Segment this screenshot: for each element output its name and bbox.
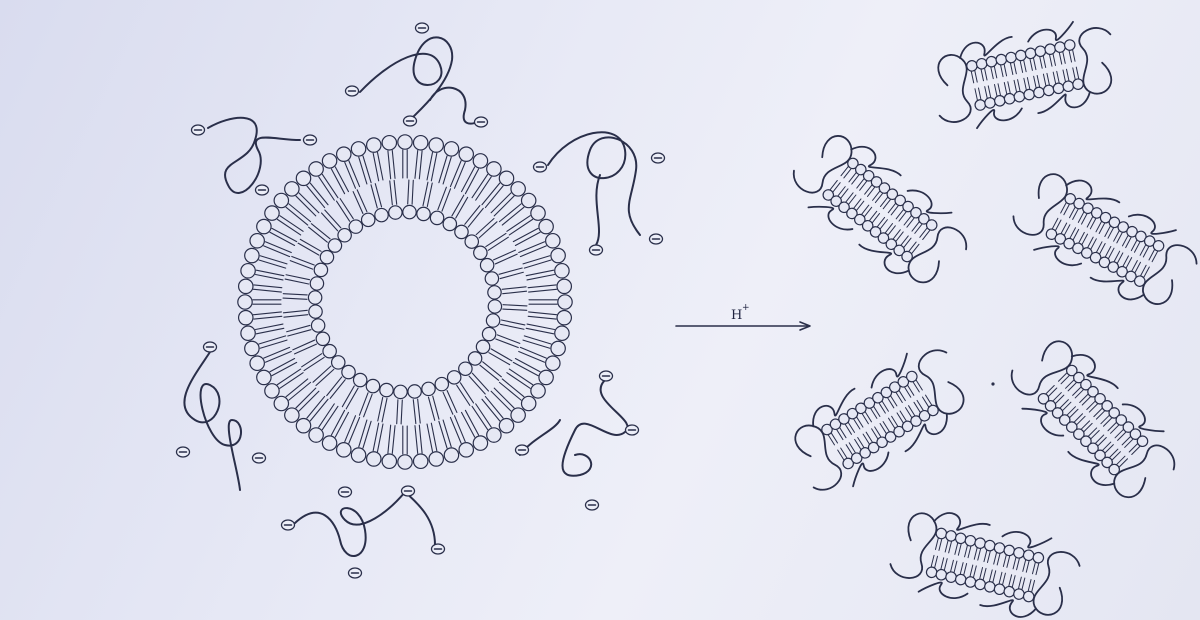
micelle-icon [1004, 160, 1200, 321]
negative-charge-icon [304, 135, 317, 145]
polymer-coil-icon [295, 492, 435, 556]
negative-charge-icon [177, 447, 190, 457]
negative-charge-icon [432, 544, 445, 554]
negative-charge-icon [204, 342, 217, 352]
micelle-icon [886, 502, 1085, 620]
reaction-arrow: H + [676, 303, 810, 330]
negative-charge-icon [475, 117, 488, 127]
negative-charge-icon [650, 234, 663, 244]
negative-charge-icon [253, 453, 266, 463]
negative-charge-icon [192, 125, 205, 135]
negative-charge-icon [586, 500, 599, 510]
polymer-coil-icon [548, 132, 640, 245]
micelle-icon [780, 335, 981, 504]
negative-charge-icon [590, 245, 603, 255]
negative-charge-icon [346, 86, 359, 96]
negative-charge-icon [416, 23, 429, 33]
stray-dot [991, 382, 994, 385]
polymer-coils [184, 37, 640, 556]
negative-charge-icon [339, 487, 352, 497]
arrow-label-superscript: + [742, 303, 750, 313]
negative-charge-icon [534, 162, 547, 172]
negative-charge-icon [282, 520, 295, 530]
micelle-icon [998, 325, 1188, 515]
micelle-group [780, 15, 1200, 620]
lipid-bilayer-vesicle-icon [238, 135, 572, 469]
negative-charge-icon [600, 371, 613, 381]
negative-charge-icon [402, 486, 415, 496]
micelle-icon [782, 120, 979, 300]
negative-charge-icon [256, 185, 269, 195]
negative-charge-icon [516, 445, 529, 455]
polymer-coil-icon [184, 352, 241, 490]
negative-charge-icon [652, 153, 665, 163]
polymer-coil-icon [208, 118, 300, 193]
negative-charge-icon [626, 425, 639, 435]
polymer-coil-icon [360, 37, 478, 123]
negative-charge-icon [349, 568, 362, 578]
arrow-label: H [731, 308, 742, 323]
negative-charge-icon [404, 116, 417, 126]
micelle-icon [926, 15, 1124, 136]
